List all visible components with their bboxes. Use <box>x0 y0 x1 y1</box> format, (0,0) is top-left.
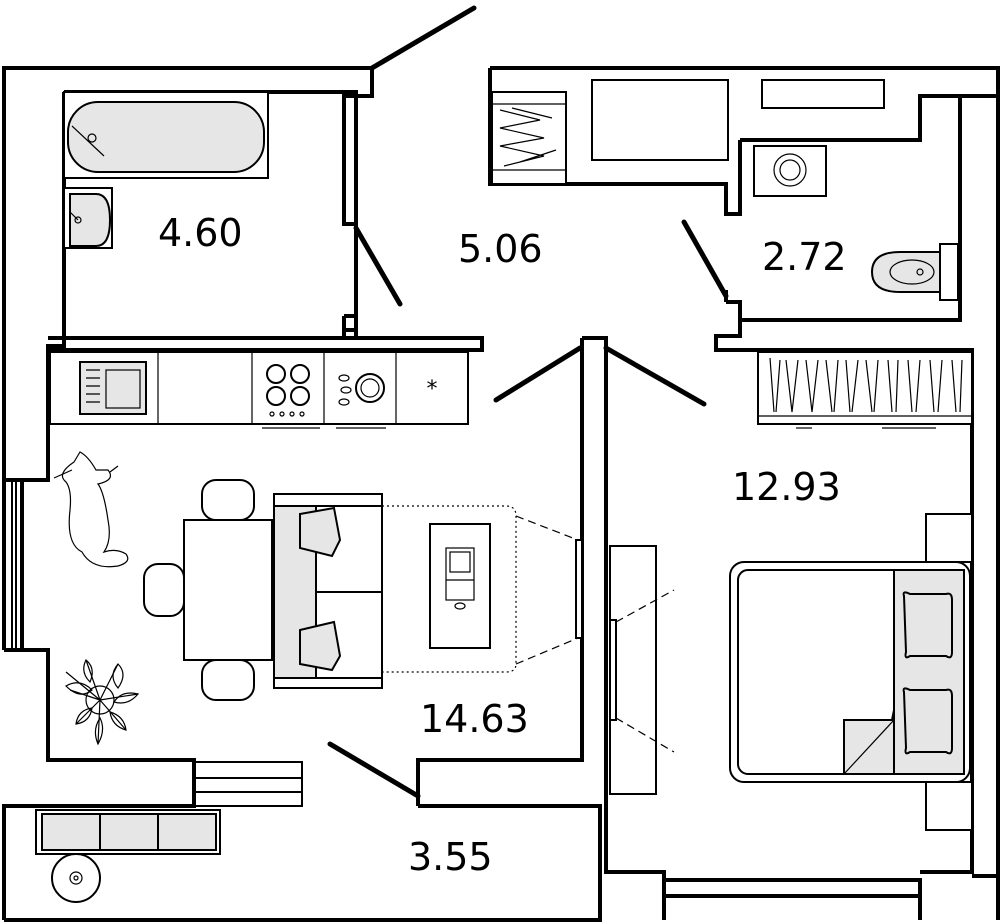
area-label-bedroom: 12.93 <box>732 465 841 509</box>
living-furniture <box>53 451 583 746</box>
bathroom-door-leaf <box>353 225 403 307</box>
balcony-door-leaf <box>327 741 421 799</box>
fridge-icon: * <box>427 377 438 402</box>
washing-machine <box>753 145 827 197</box>
doors <box>327 5 729 799</box>
sink <box>69 193 112 247</box>
area-label-balcony: 3.55 <box>408 835 493 879</box>
cat-icon <box>53 451 129 568</box>
area-label-bathroom: 4.60 <box>158 211 243 255</box>
stove <box>266 364 310 417</box>
toilet-tank <box>939 243 959 301</box>
bedroom-door-leaf <box>603 345 707 407</box>
area-labels: 4.60 5.06 2.72 14.63 12.93 3.55 <box>158 211 847 879</box>
nightstand-bottom <box>925 781 973 831</box>
chair-top <box>201 479 255 521</box>
toilet-furniture <box>870 243 959 301</box>
balcony-furniture <box>35 809 221 903</box>
hallway-storage <box>491 79 885 197</box>
balcony-table <box>51 853 101 903</box>
area-label-toilet: 2.72 <box>762 235 847 279</box>
area-label-hallway: 5.06 <box>458 227 543 271</box>
entrance-door-leaf <box>369 5 477 71</box>
tv-bedroom <box>609 545 657 795</box>
shelf <box>761 79 885 109</box>
nightstand-top <box>925 513 973 563</box>
bathroom-furniture <box>63 91 269 249</box>
area-label-kitchen-living: 14.63 <box>420 697 529 741</box>
dining-table <box>183 519 273 661</box>
bedroom-furniture <box>609 351 973 831</box>
bedroom-wardrobe <box>757 351 973 425</box>
chair-left <box>143 563 185 617</box>
desk <box>429 523 491 649</box>
bathtub <box>67 101 265 173</box>
toilet-bowl <box>870 251 941 293</box>
plant-icon <box>65 659 140 746</box>
shoe-cabinet <box>491 91 567 185</box>
walls <box>2 66 1000 922</box>
kitchen-sink <box>79 361 147 415</box>
dishwasher <box>338 373 385 406</box>
wardrobe <box>591 79 729 161</box>
tv-living <box>575 539 583 639</box>
toilet-door-leaf <box>681 219 729 299</box>
chair-bottom <box>201 659 255 701</box>
kitchen-furniture: * <box>49 351 469 429</box>
kitchen-door-leaf <box>493 345 583 403</box>
